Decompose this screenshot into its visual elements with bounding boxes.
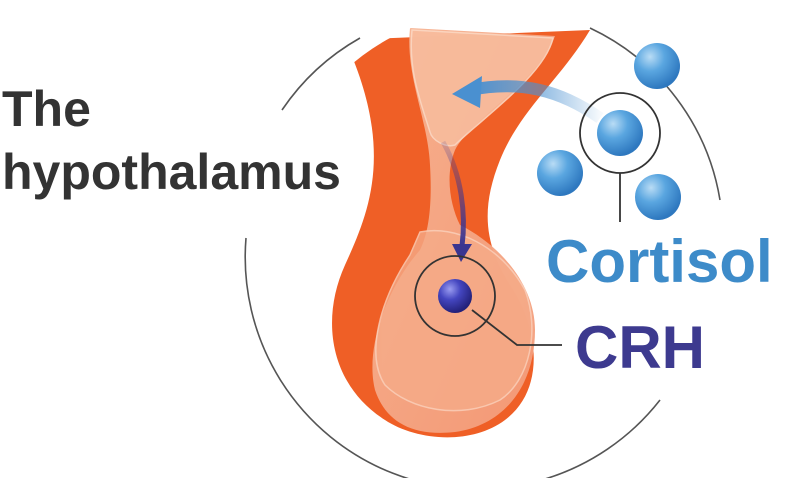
outer-circle-outline-bottom (244, 237, 661, 478)
title-line-2: hypothalamus (2, 144, 341, 200)
crh-highlight-ring (414, 255, 496, 337)
pituitary-region (375, 229, 533, 412)
cortisol-molecule-icon (634, 43, 680, 89)
cortisol-label: Cortisol (546, 228, 773, 295)
cortisol-molecule-icon (597, 110, 643, 156)
crh-molecule-icon (438, 279, 472, 313)
crh-label: CRH (575, 314, 705, 381)
outer-circle-outline-right (589, 27, 721, 201)
cortisol-molecule-icon (635, 174, 681, 220)
outer-circle-outline (281, 37, 361, 111)
release-arrow-head (452, 244, 472, 262)
crh-leader-line (471, 309, 562, 346)
feedback-arrow-head (452, 76, 482, 108)
title-line-1: The (2, 81, 91, 137)
cortisol-molecule-icon (537, 150, 583, 196)
release-arrow (440, 140, 466, 247)
